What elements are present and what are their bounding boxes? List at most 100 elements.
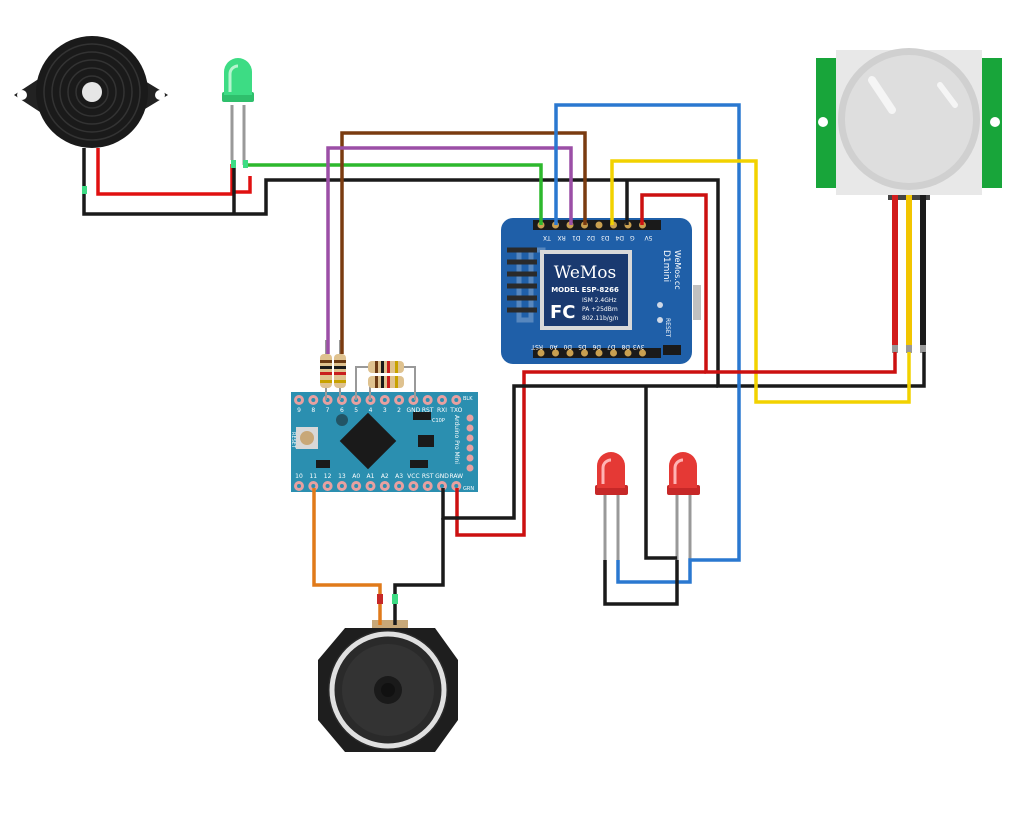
wemos-bottom-pin-label: D0 <box>563 343 572 350</box>
promini-bottom-pin-label: A3 <box>395 473 403 480</box>
promini-top-pin-label: 8 <box>311 407 315 414</box>
wires <box>82 103 926 625</box>
promini-top-pin-label: 4 <box>369 407 373 414</box>
promini-bottom-pin-label: A1 <box>367 473 375 480</box>
wemos-side-title: D1mini <box>661 250 671 282</box>
promini-pad-hole <box>397 484 402 488</box>
promini-side-pad <box>466 434 474 442</box>
wemos-pin <box>566 349 574 357</box>
wemos-spec-1: ISM 2.4GHz <box>582 297 617 304</box>
promini-pad-hole <box>440 398 444 402</box>
promini-top-pin-label: 2 <box>397 407 401 414</box>
promini-pad-hole <box>425 398 430 402</box>
speaker <box>318 620 458 752</box>
promini-pad-hole <box>440 484 444 488</box>
piezo-buzzer <box>14 36 168 148</box>
promini-side-pad <box>466 444 474 452</box>
wemos-spec-2: PA +25dBm <box>582 306 618 313</box>
wemos-top-pin-label: TX <box>543 234 552 241</box>
promini-bottom-pin-label: 12 <box>324 473 332 480</box>
wire-endpoints <box>82 160 398 604</box>
promini-top-pin-label: RST <box>422 407 434 414</box>
wemos-top-pin-label: D1 <box>572 234 581 241</box>
wemos-bottom-pin-label: D8 <box>621 343 630 350</box>
wemos-top-pin-label: 5V <box>644 234 653 241</box>
wemos-pin <box>595 221 603 229</box>
promini-pad-hole <box>297 398 301 402</box>
green-led <box>222 58 254 165</box>
promini-pad-hole <box>454 398 459 402</box>
wemos-d1-mini-board <box>501 218 701 364</box>
wemos-bottom-pin-label: D5 <box>578 343 587 350</box>
wemos-reset-label: RESET <box>664 318 671 338</box>
wemos-bottom-pin-label: 3V3 <box>633 343 645 350</box>
promini-pad-hole <box>425 484 430 488</box>
wemos-pin <box>537 349 545 357</box>
wemos-bottom-pin-label: RST <box>531 343 543 350</box>
promini-bottom-pin-label: RAW <box>449 473 463 480</box>
promini-top-pin-label: 9 <box>297 407 301 414</box>
wemos-top-pin-label: D3 <box>601 234 610 241</box>
promini-blk-label: BLK <box>463 396 473 402</box>
promini-reset-label: RESET <box>290 432 296 449</box>
promini-bottom-pin-label: A2 <box>381 473 389 480</box>
promini-pad-hole <box>397 398 402 402</box>
promini-pad-hole <box>411 484 416 488</box>
promini-top-pin-label: GND <box>407 407 421 414</box>
promini-bottom-pin-label: VCC <box>407 473 419 480</box>
promini-pad-hole <box>382 484 387 488</box>
promini-bottom-pin-label: GND <box>435 473 449 480</box>
wemos-top-pin-label: RX <box>558 234 566 241</box>
promini-side-pad <box>466 464 474 472</box>
wemos-pin <box>552 349 559 357</box>
promini-top-pin-label: 3 <box>383 407 387 414</box>
promini-bottom-pin-label: 10 <box>295 473 303 480</box>
wemos-pin <box>610 349 617 357</box>
wemos-logo: WeMos <box>554 263 617 283</box>
wemos-pin <box>595 349 603 357</box>
promini-top-pin-label: TXO <box>449 407 462 414</box>
wemos-pin <box>639 349 646 357</box>
promini-cap-label: C10P <box>432 418 445 424</box>
promini-top-pin-label: 6 <box>340 407 344 414</box>
promini-bottom-pin-label: A0 <box>352 473 360 480</box>
wemos-bottom-pin-label: D6 <box>592 343 601 350</box>
promini-top-pin-label: 7 <box>326 407 330 414</box>
pir-motion-sensor <box>816 48 1002 353</box>
wemos-bottom-pin-label: A0 <box>549 343 557 350</box>
promini-side-pad <box>466 454 474 462</box>
red-led-2 <box>667 452 700 560</box>
wemos-spec-3: 802.11b/g/n <box>582 315 619 322</box>
promini-pad-hole <box>339 484 344 488</box>
promini-pad-hole <box>354 484 359 488</box>
wemos-pin <box>581 349 588 357</box>
arduino-pro-mini-board <box>291 392 478 492</box>
wemos-pin <box>624 349 632 357</box>
wemos-fc-mark: FC <box>550 302 576 323</box>
promini-bottom-pin-label: 11 <box>309 473 317 480</box>
promini-bottom-pin-label: RST <box>422 473 434 480</box>
promini-pad-hole <box>368 484 373 488</box>
promini-pad-hole <box>297 484 301 488</box>
promini-side-pad <box>466 424 474 432</box>
wemos-top-pin-label: D2 <box>586 234 595 241</box>
wemos-model: MODEL ESP-8266 <box>551 286 619 294</box>
promini-side-pad <box>466 414 474 422</box>
wemos-top-pin-label: D4 <box>615 234 624 241</box>
promini-pad-hole <box>311 484 316 488</box>
promini-top-pin-label: RXI <box>437 407 447 414</box>
wemos-bottom-pin-label: D7 <box>607 343 616 350</box>
red-led-1 <box>595 452 628 560</box>
wemos-side-url: WeMos.cc <box>673 250 682 290</box>
promini-side-text: Arduino Pro Mini <box>453 415 460 464</box>
promini-top-pin-label: 5 <box>354 407 358 414</box>
promini-pad-hole <box>325 484 330 488</box>
promini-bottom-pin-label: 13 <box>338 473 346 480</box>
promini-pad-hole <box>311 398 316 402</box>
wemos-top-pin-label: G <box>630 234 635 241</box>
promini-pad-hole <box>454 484 459 488</box>
wemos-top-pin-labels: TX RX D1 D2 D3 D4 G 5V <box>537 221 653 241</box>
